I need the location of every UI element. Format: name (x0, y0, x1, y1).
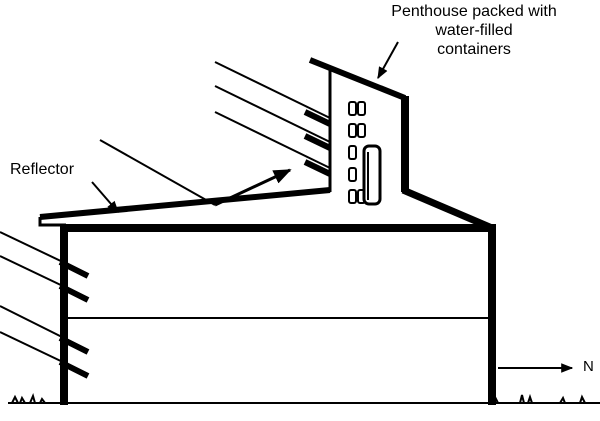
reflector-label: Reflector (10, 161, 75, 178)
penthouse-label-line1: Penthouse packed with (391, 3, 557, 20)
ground-line (8, 393, 600, 404)
water-tank-icon (362, 144, 382, 206)
north-label: N (583, 358, 594, 375)
penthouse (308, 57, 494, 232)
roof-eave (38, 217, 66, 227)
sun-ray-arrow-icon (99, 61, 332, 207)
label-leader-lines (91, 41, 399, 213)
building-walls (60, 224, 496, 405)
penthouse-label-line2: water-filled (435, 22, 513, 39)
penthouse-label: Penthouse packed with water-filled conta… (352, 2, 596, 59)
penthouse-label-line3: containers (437, 41, 511, 58)
reflector (39, 187, 331, 220)
sun-ray-arrow-icon (0, 231, 90, 379)
